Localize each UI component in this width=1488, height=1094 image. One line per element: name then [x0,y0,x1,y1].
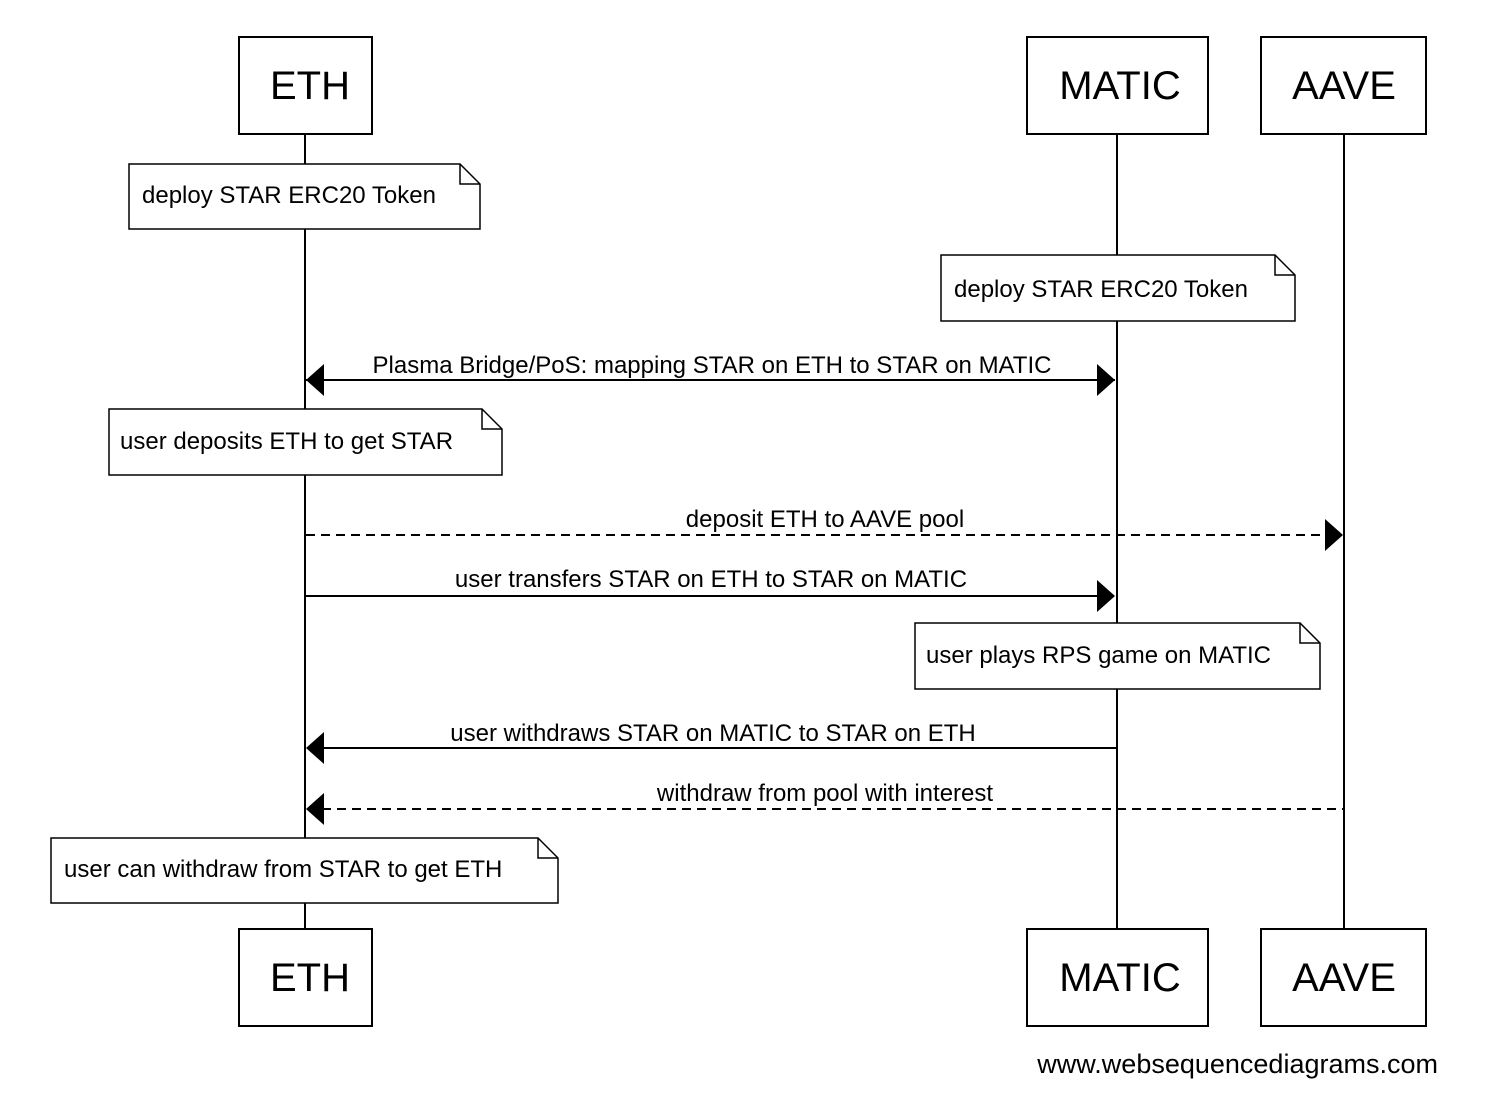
participant-label: ETH [270,64,350,108]
participant-eth-bottom: ETH [238,928,373,1027]
note-user-withdraw: user can withdraw from STAR to get ETH [50,837,559,904]
message-withdraw-star: user withdraws STAR on MATIC to STAR on … [306,720,1116,764]
message-deposit-aave: deposit ETH to AAVE pool [306,506,1343,551]
participant-aave-bottom: AAVE [1260,928,1427,1027]
note-matic-deploy: deploy STAR ERC20 Token [940,254,1296,322]
message-plasma-bridge: Plasma Bridge/PoS: mapping STAR on ETH t… [306,352,1115,396]
message-withdraw-pool: withdraw from pool with interest [306,780,1343,825]
note-text: deploy STAR ERC20 Token [142,182,436,209]
participant-eth-top: ETH [238,36,373,135]
note-user-deposits: user deposits ETH to get STAR [108,408,503,476]
note-text: deploy STAR ERC20 Token [954,276,1248,303]
message-label: user transfers STAR on ETH to STAR on MA… [455,566,967,593]
participant-label: ETH [270,956,350,1000]
note-text: user plays RPS game on MATIC [926,642,1271,669]
message-transfer-star: user transfers STAR on ETH to STAR on MA… [306,566,1115,612]
participant-label: AAVE [1292,956,1396,1000]
participant-label: MATIC [1059,64,1180,108]
message-label: user withdraws STAR on MATIC to STAR on … [450,720,975,747]
participant-aave-top: AAVE [1260,36,1427,135]
participant-label: MATIC [1059,956,1180,1000]
message-label: Plasma Bridge/PoS: mapping STAR on ETH t… [373,352,1052,379]
participant-matic-bottom: MATIC [1026,928,1209,1027]
note-text: user can withdraw from STAR to get ETH [64,856,502,883]
participant-matic-top: MATIC [1026,36,1209,135]
note-rps-game: user plays RPS game on MATIC [914,622,1321,690]
message-label: withdraw from pool with interest [656,780,993,807]
participant-label: AAVE [1292,64,1396,108]
footer-watermark: www.websequencediagrams.com [1036,1049,1438,1079]
message-label: deposit ETH to AAVE pool [686,506,964,533]
note-text: user deposits ETH to get STAR [120,428,453,455]
note-eth-deploy: deploy STAR ERC20 Token [128,163,481,230]
